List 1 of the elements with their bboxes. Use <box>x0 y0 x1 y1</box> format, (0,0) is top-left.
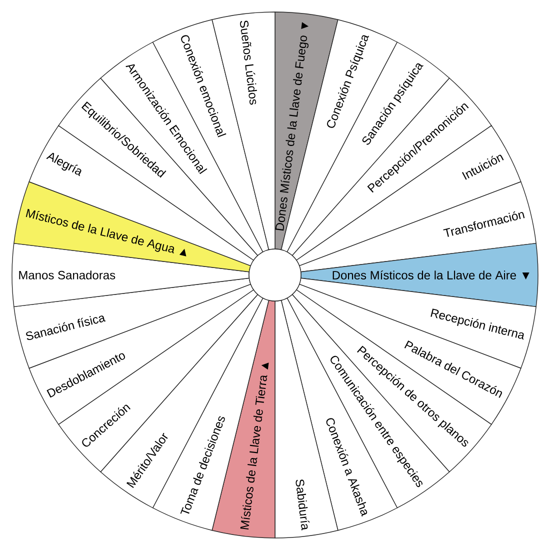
wheel-sector: Dones Místicos de la Llave de Aire ▼ <box>300 242 538 308</box>
